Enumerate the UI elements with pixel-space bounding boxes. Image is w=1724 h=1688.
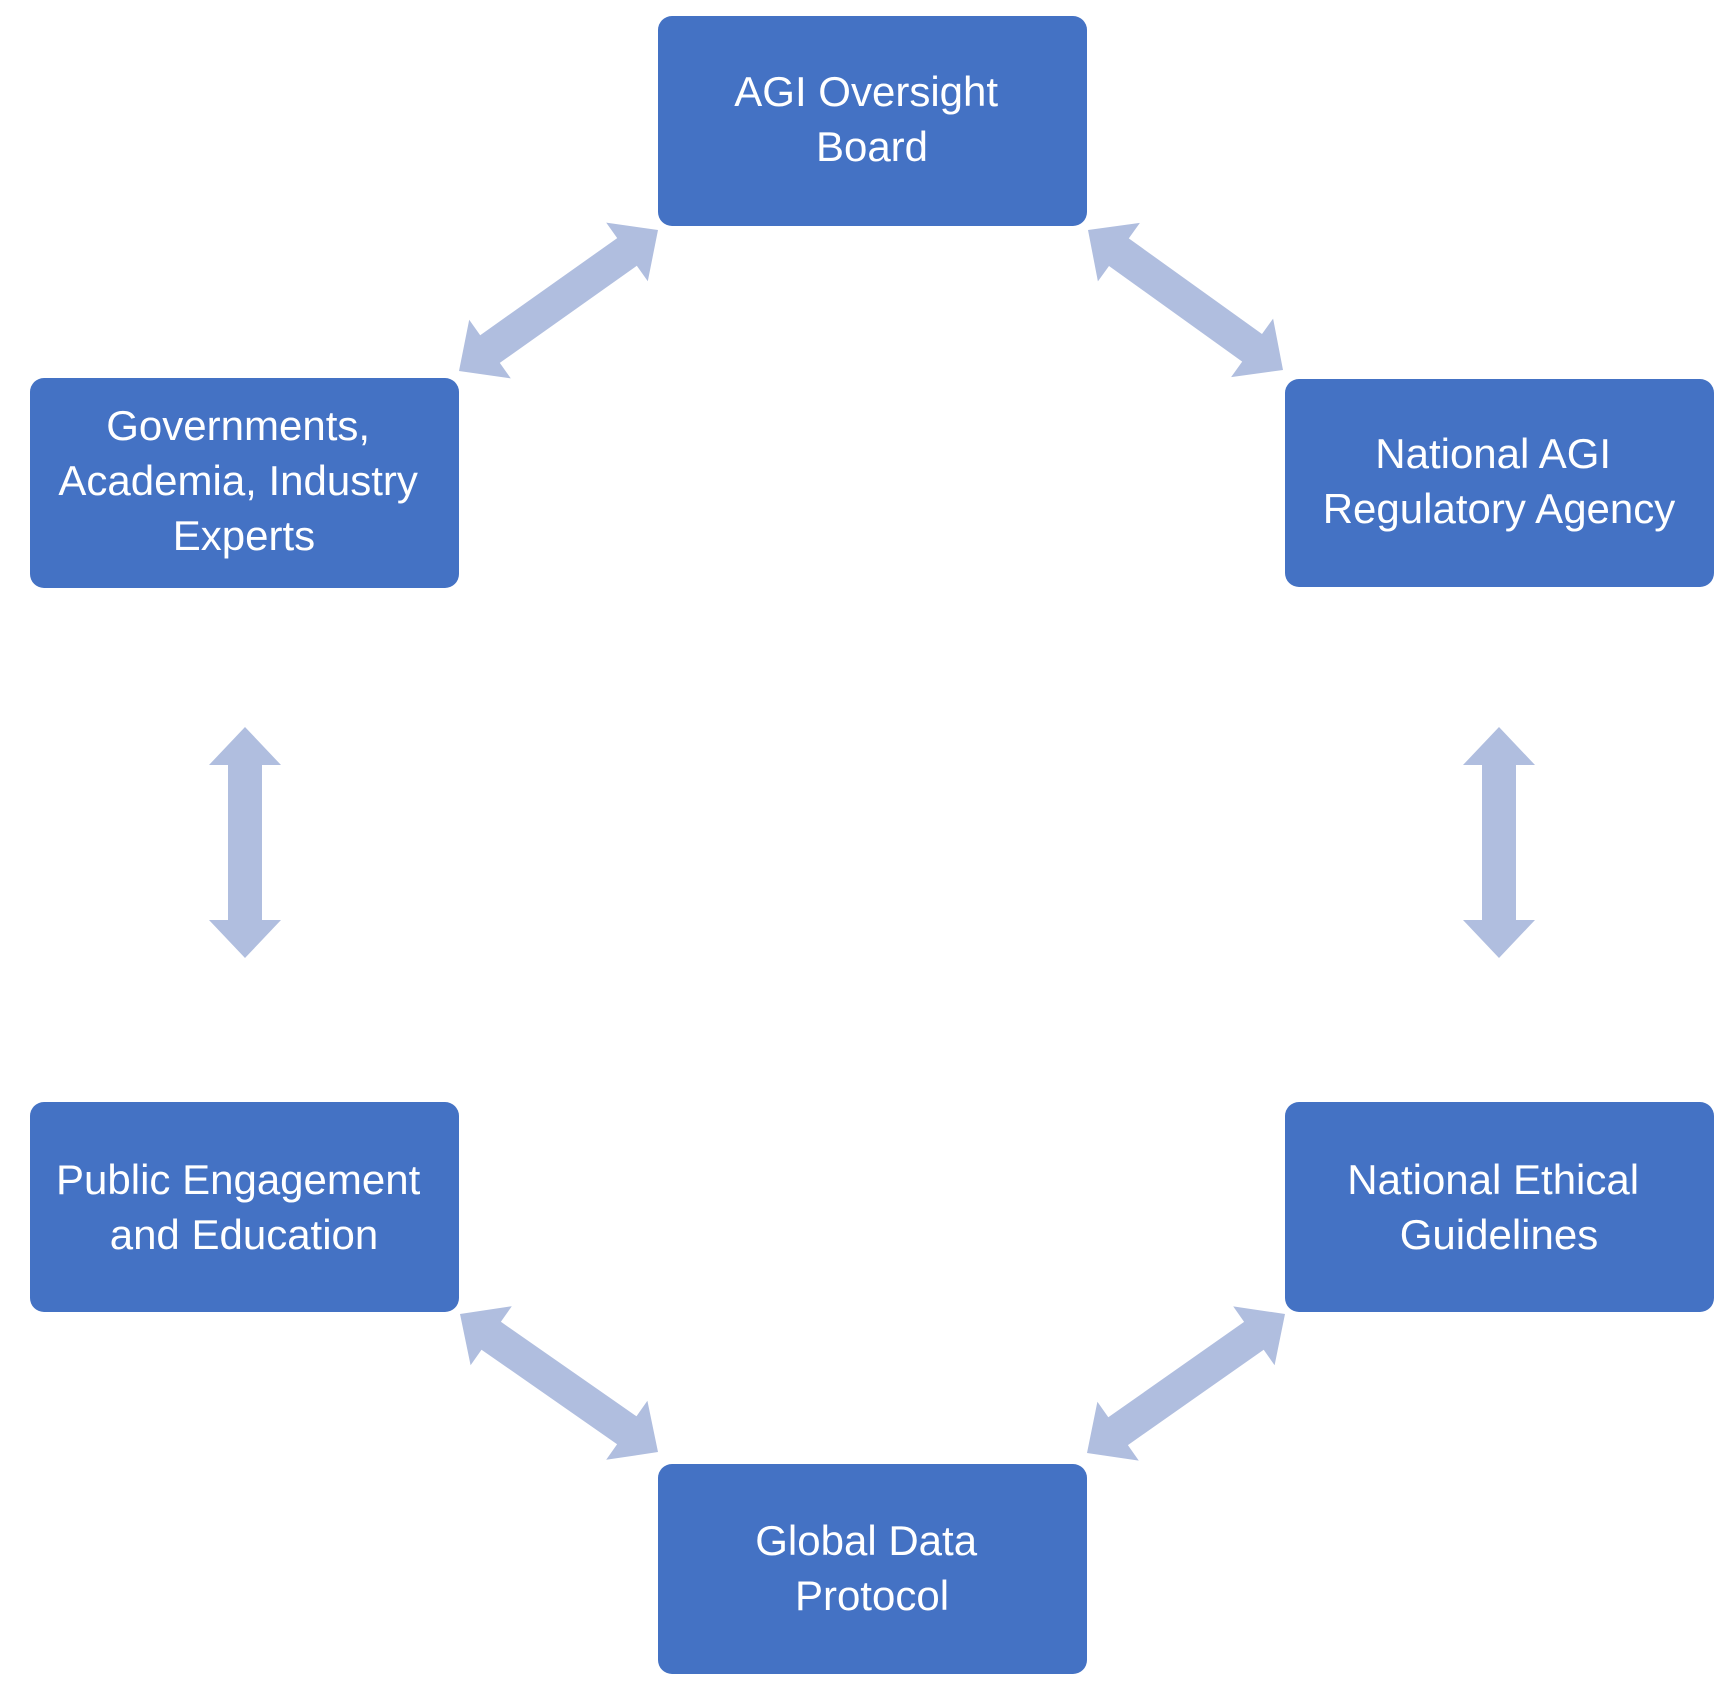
node-label-line: Board <box>816 123 928 170</box>
node-box <box>658 1464 1087 1674</box>
double-arrow-oversight-to-regulatory <box>1088 222 1283 378</box>
double-arrow-regulatory-to-ethical <box>1463 727 1535 958</box>
node-global-data-protocol: Global Data Protocol <box>658 1464 1087 1674</box>
node-label-line: Experts <box>173 512 315 559</box>
node-label: Global Data Protocol <box>755 1517 988 1619</box>
node-label-line: Global Data <box>755 1517 977 1564</box>
node-label: AGI Oversight Board <box>734 68 1009 170</box>
node-label-line: Regulatory Agency <box>1323 485 1676 532</box>
node-label-line: Academia, Industry <box>58 457 418 504</box>
node-agi-oversight-board: AGI Oversight Board <box>658 16 1087 226</box>
node-label-line: Guidelines <box>1400 1211 1598 1258</box>
node-label-line: Public Engagement <box>56 1156 421 1203</box>
double-arrow-global-data-to-public <box>460 1306 658 1460</box>
node-label: Public Engagement and Education <box>56 1156 432 1258</box>
node-national-ethical-guidelines: National Ethical Guidelines <box>1285 1102 1714 1312</box>
node-label-line: Protocol <box>795 1572 949 1619</box>
node-box <box>658 16 1087 226</box>
node-box <box>1285 1102 1714 1312</box>
node-governments-academia-industry-experts: Governments, Academia, Industry Experts <box>30 378 459 588</box>
double-arrow-public-to-governments <box>209 727 281 958</box>
node-box <box>1285 379 1714 587</box>
node-label-line: Governments, <box>106 402 370 449</box>
double-arrow-governments-to-oversight <box>459 222 658 379</box>
node-public-engagement-and-education: Public Engagement and Education <box>30 1102 459 1312</box>
node-label: National AGI Regulatory Agency <box>1323 430 1676 532</box>
node-label: National Ethical Guidelines <box>1347 1156 1651 1258</box>
node-box <box>30 1102 459 1312</box>
node-label-line: National AGI <box>1375 430 1611 477</box>
node-label-line: and Education <box>110 1211 379 1258</box>
node-label-line: AGI Oversight <box>734 68 998 115</box>
node-box <box>30 378 459 588</box>
double-arrow-ethical-to-global-data <box>1087 1306 1285 1461</box>
node-national-agi-regulatory-agency: National AGI Regulatory Agency <box>1285 379 1714 587</box>
node-label-line: National Ethical <box>1347 1156 1639 1203</box>
node-label: Governments, Academia, Industry Experts <box>58 402 429 559</box>
